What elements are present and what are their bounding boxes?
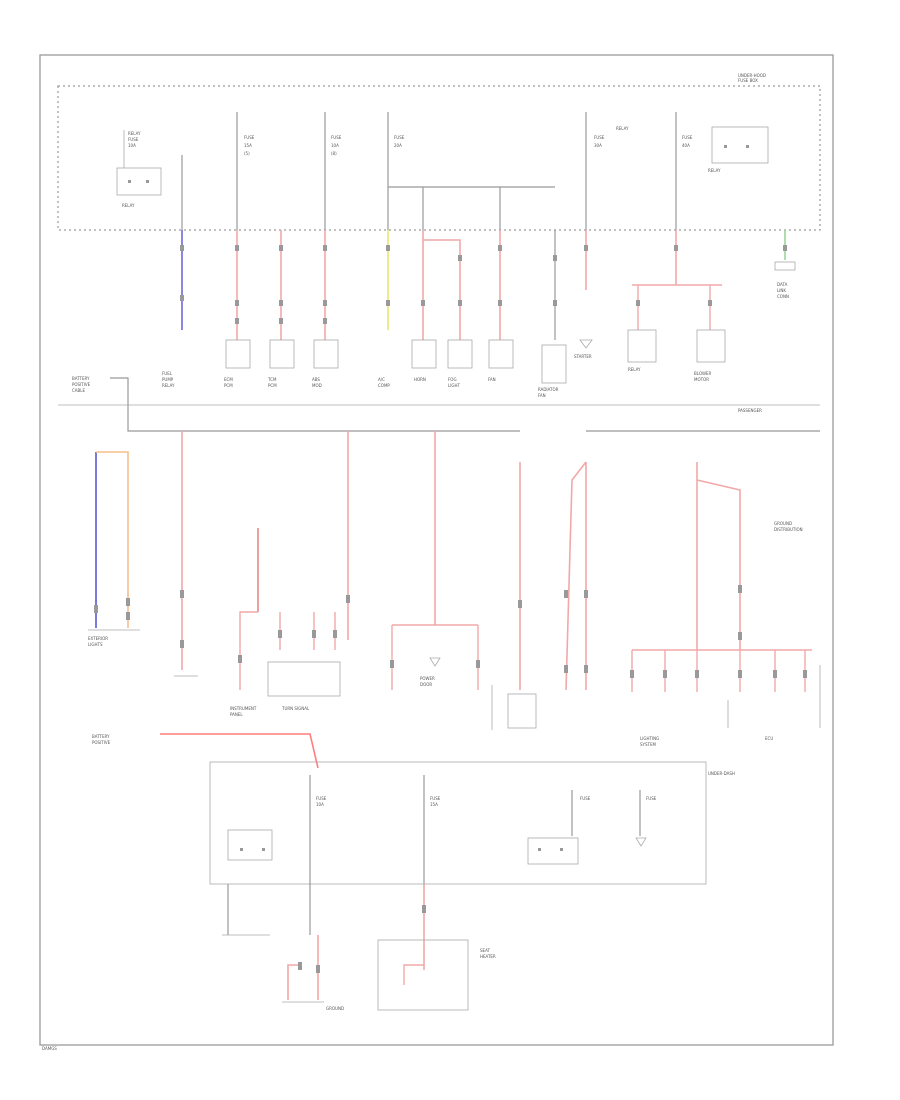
svg-text:PCM: PCM: [224, 383, 233, 388]
under-hood-fuse-box-label-2: FUSE BOX: [738, 78, 758, 83]
wire-red-split: [632, 284, 722, 330]
svg-text:GROUND: GROUND: [774, 521, 792, 526]
svg-text:EXTERIOR: EXTERIOR: [88, 636, 108, 641]
under-hood-fuse-box-outline: [57, 85, 821, 231]
svg-text:FAN: FAN: [538, 393, 546, 398]
svg-text:10A: 10A: [128, 143, 136, 148]
svg-text:(5): (5): [244, 151, 250, 156]
svg-text:MOD: MOD: [312, 383, 322, 388]
svg-text:PCM: PCM: [268, 383, 277, 388]
svg-text:TCM: TCM: [267, 377, 277, 382]
svg-text:GROUND: GROUND: [326, 1006, 344, 1011]
svg-text:FUSE: FUSE: [244, 135, 255, 140]
svg-text:FUSE: FUSE: [580, 796, 591, 801]
wire-red-5: [423, 239, 461, 340]
svg-text:POSITIVE: POSITIVE: [72, 382, 91, 387]
svg-text:FUSE: FUSE: [394, 135, 405, 140]
fuse-column-1: FUSE 15A (5): [236, 112, 255, 230]
svg-text:PANEL: PANEL: [230, 712, 243, 717]
svg-text:FUSE: FUSE: [646, 796, 657, 801]
svg-text:RELAY: RELAY: [708, 168, 721, 173]
svg-text:FOG: FOG: [448, 377, 457, 382]
footer-code: DAMGS: [42, 1046, 57, 1051]
fuse-column-5: FUSE 40A RELAY: [675, 112, 769, 230]
battery-feed: [110, 377, 520, 432]
svg-text:CONN: CONN: [777, 294, 789, 299]
svg-text:HORN: HORN: [414, 377, 426, 382]
svg-text:COMP: COMP: [378, 383, 390, 388]
svg-text:ABS: ABS: [312, 377, 320, 382]
svg-text:SYSTEM: SYSTEM: [640, 742, 656, 747]
svg-text:10A: 10A: [316, 802, 324, 807]
svg-text:DISTRIBUTION: DISTRIBUTION: [774, 527, 803, 532]
svg-text:FUSE: FUSE: [682, 135, 693, 140]
svg-text:HEATER: HEATER: [480, 954, 496, 959]
under-hood-fuse-box: UNDER-HOOD FUSE BOX RELAY FUSE 10A RELAY…: [57, 73, 821, 231]
svg-text:FUSE: FUSE: [594, 135, 605, 140]
svg-text:FUSE: FUSE: [128, 137, 139, 142]
svg-text:10A: 10A: [331, 143, 339, 148]
svg-text:INSTRUMENT: INSTRUMENT: [230, 706, 257, 711]
under-hood-fuse-box-label: UNDER-HOOD: [738, 73, 766, 78]
svg-text:DATA: DATA: [777, 282, 788, 287]
svg-text:BATTERY: BATTERY: [72, 376, 90, 381]
svg-text:LINK: LINK: [777, 288, 786, 293]
svg-text:PASSENGER: PASSENGER: [738, 408, 762, 413]
svg-text:STARTER: STARTER: [574, 354, 592, 359]
svg-text:LIGHT: LIGHT: [448, 383, 461, 388]
svg-text:RELAY: RELAY: [628, 367, 641, 372]
svg-text:RELAY: RELAY: [162, 383, 175, 388]
svg-text:15A: 15A: [430, 802, 438, 807]
svg-text:PUMP: PUMP: [162, 377, 174, 382]
svg-text:40A: 40A: [682, 143, 690, 148]
svg-text:UNDER-DASH: UNDER-DASH: [708, 771, 735, 776]
svg-text:POWER: POWER: [420, 676, 435, 681]
svg-text:TURN SIGNAL: TURN SIGNAL: [281, 706, 310, 711]
svg-text:RELAY: RELAY: [122, 203, 135, 208]
svg-text:20A: 20A: [394, 143, 402, 148]
svg-text:LIGHTING: LIGHTING: [640, 736, 659, 741]
fuse-column-3: FUSE 20A: [387, 112, 555, 230]
svg-text:FUSE: FUSE: [430, 796, 441, 801]
svg-text:15A: 15A: [244, 143, 252, 148]
svg-text:RADIATOR: RADIATOR: [538, 387, 559, 392]
svg-text:CABLE: CABLE: [72, 388, 86, 393]
fuse-column-2: FUSE 10A (8): [324, 112, 342, 230]
svg-text:ECM: ECM: [224, 377, 233, 382]
svg-text:FUSE: FUSE: [331, 135, 342, 140]
svg-text:SEAT: SEAT: [480, 948, 490, 953]
svg-text:BLOWER: BLOWER: [694, 371, 711, 376]
top-section-wires: [180, 230, 787, 340]
svg-text:FUEL: FUEL: [162, 371, 173, 376]
svg-text:RELAY: RELAY: [616, 126, 629, 131]
svg-text:MOTOR: MOTOR: [694, 377, 709, 382]
svg-text:BATTERY: BATTERY: [92, 734, 110, 739]
svg-text:DOOR: DOOR: [420, 682, 432, 687]
svg-text:POSITIVE: POSITIVE: [92, 740, 111, 745]
svg-text:A/C: A/C: [378, 377, 385, 382]
relay-left: RELAY FUSE 10A RELAY: [116, 130, 162, 208]
svg-text:FUSE: FUSE: [316, 796, 327, 801]
svg-text:FAN: FAN: [488, 377, 496, 382]
svg-text:RELAY: RELAY: [128, 131, 141, 136]
diagram-border: [39, 54, 834, 1046]
svg-text:30A: 30A: [594, 143, 602, 148]
svg-text:(8): (8): [331, 151, 337, 156]
svg-text:LIGHTS: LIGHTS: [88, 642, 103, 647]
fuse-column-4: FUSE 30A RELAY: [585, 112, 629, 230]
svg-text:ECU: ECU: [765, 736, 773, 741]
